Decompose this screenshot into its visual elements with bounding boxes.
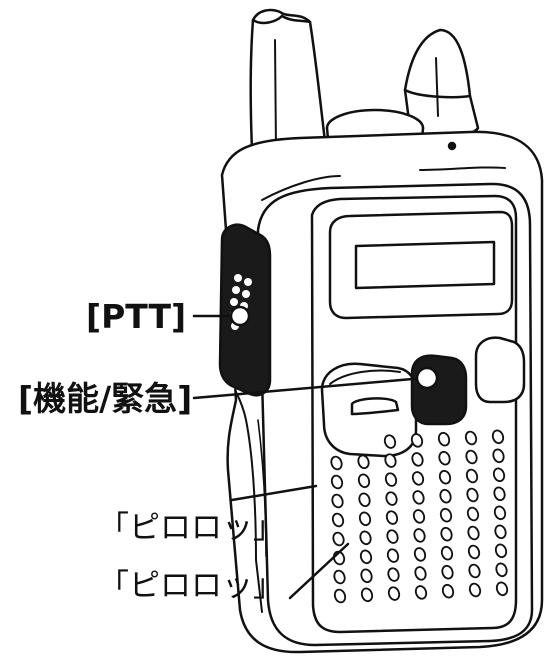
- antenna: [249, 8, 328, 187]
- grille-hole: [411, 452, 424, 467]
- grille-hole: [414, 585, 428, 600]
- grille-hole: [493, 505, 507, 521]
- grille-hole: [494, 524, 507, 540]
- grille-hole: [493, 486, 506, 502]
- grille-hole: [359, 530, 372, 546]
- grille-hole: [332, 531, 345, 547]
- grille-hole: [331, 512, 345, 528]
- grille-hole: [439, 488, 452, 504]
- grille-hole: [439, 507, 453, 523]
- grille-hole: [438, 450, 451, 466]
- beep-label-2: 「ピロロッ」: [98, 568, 284, 604]
- grille-hole: [466, 506, 480, 522]
- volume-knob: [403, 28, 480, 139]
- grille-hole: [412, 490, 425, 505]
- grille-hole: [384, 453, 397, 468]
- grille-hole: [333, 588, 347, 604]
- func-leader: [192, 376, 426, 400]
- beep-leader-1: [230, 484, 318, 502]
- grille-hole: [414, 566, 427, 581]
- button-cluster: [320, 336, 526, 458]
- grille-hole: [384, 472, 398, 487]
- grille-hole: [465, 468, 479, 484]
- grille-hole: [437, 431, 451, 447]
- grille-hole: [441, 564, 454, 580]
- grille-hole: [330, 474, 344, 490]
- grille-hole: [465, 449, 478, 465]
- grille-hole: [412, 509, 426, 524]
- grille-hole: [440, 526, 453, 542]
- leader-lines: [192, 305, 439, 600]
- grille-hole: [330, 455, 343, 471]
- grille-hole: [438, 469, 452, 485]
- grille-hole: [360, 568, 373, 584]
- grille-hole: [383, 434, 397, 449]
- grille-hole: [494, 543, 508, 559]
- grille-hole: [386, 548, 400, 563]
- grille-hole: [331, 493, 344, 509]
- grille-hole: [466, 487, 479, 503]
- beep-label-1: 「ピロロッ」: [98, 510, 284, 546]
- grille-hole: [385, 491, 398, 506]
- grille-hole: [440, 545, 454, 561]
- grille-hole: [467, 525, 480, 541]
- grille-hole: [413, 528, 426, 543]
- grille-hole: [413, 547, 427, 562]
- function-emergency-label: [機能/緊急]: [18, 379, 192, 418]
- beep-leader-2: [288, 542, 350, 600]
- grille-hole: [357, 473, 371, 489]
- grille-hole: [386, 529, 399, 544]
- grille-hole: [441, 583, 455, 599]
- grille-hole: [492, 467, 506, 483]
- grille-hole: [360, 587, 374, 603]
- grille-hole: [410, 433, 424, 448]
- grille-hole: [468, 563, 481, 579]
- grille-hole: [358, 511, 372, 527]
- grille-hole: [464, 430, 478, 446]
- grille-hole: [411, 471, 425, 486]
- lcd-display: [328, 210, 514, 320]
- grille-hole: [495, 581, 509, 597]
- grille-hole: [468, 582, 482, 598]
- grille-hole: [357, 454, 370, 470]
- grille-hole: [387, 567, 400, 582]
- grille-hole: [495, 562, 508, 578]
- grille-hole: [491, 429, 505, 445]
- grille-hole: [358, 492, 371, 508]
- grille-hole: [359, 549, 373, 565]
- grille-hole: [492, 448, 505, 464]
- speaker-grille: [330, 429, 509, 604]
- grille-hole: [387, 586, 401, 601]
- grille-hole: [385, 510, 399, 525]
- grille-hole: [333, 569, 346, 585]
- ptt-label: [PTT]: [86, 297, 186, 336]
- grille-hole: [467, 544, 481, 560]
